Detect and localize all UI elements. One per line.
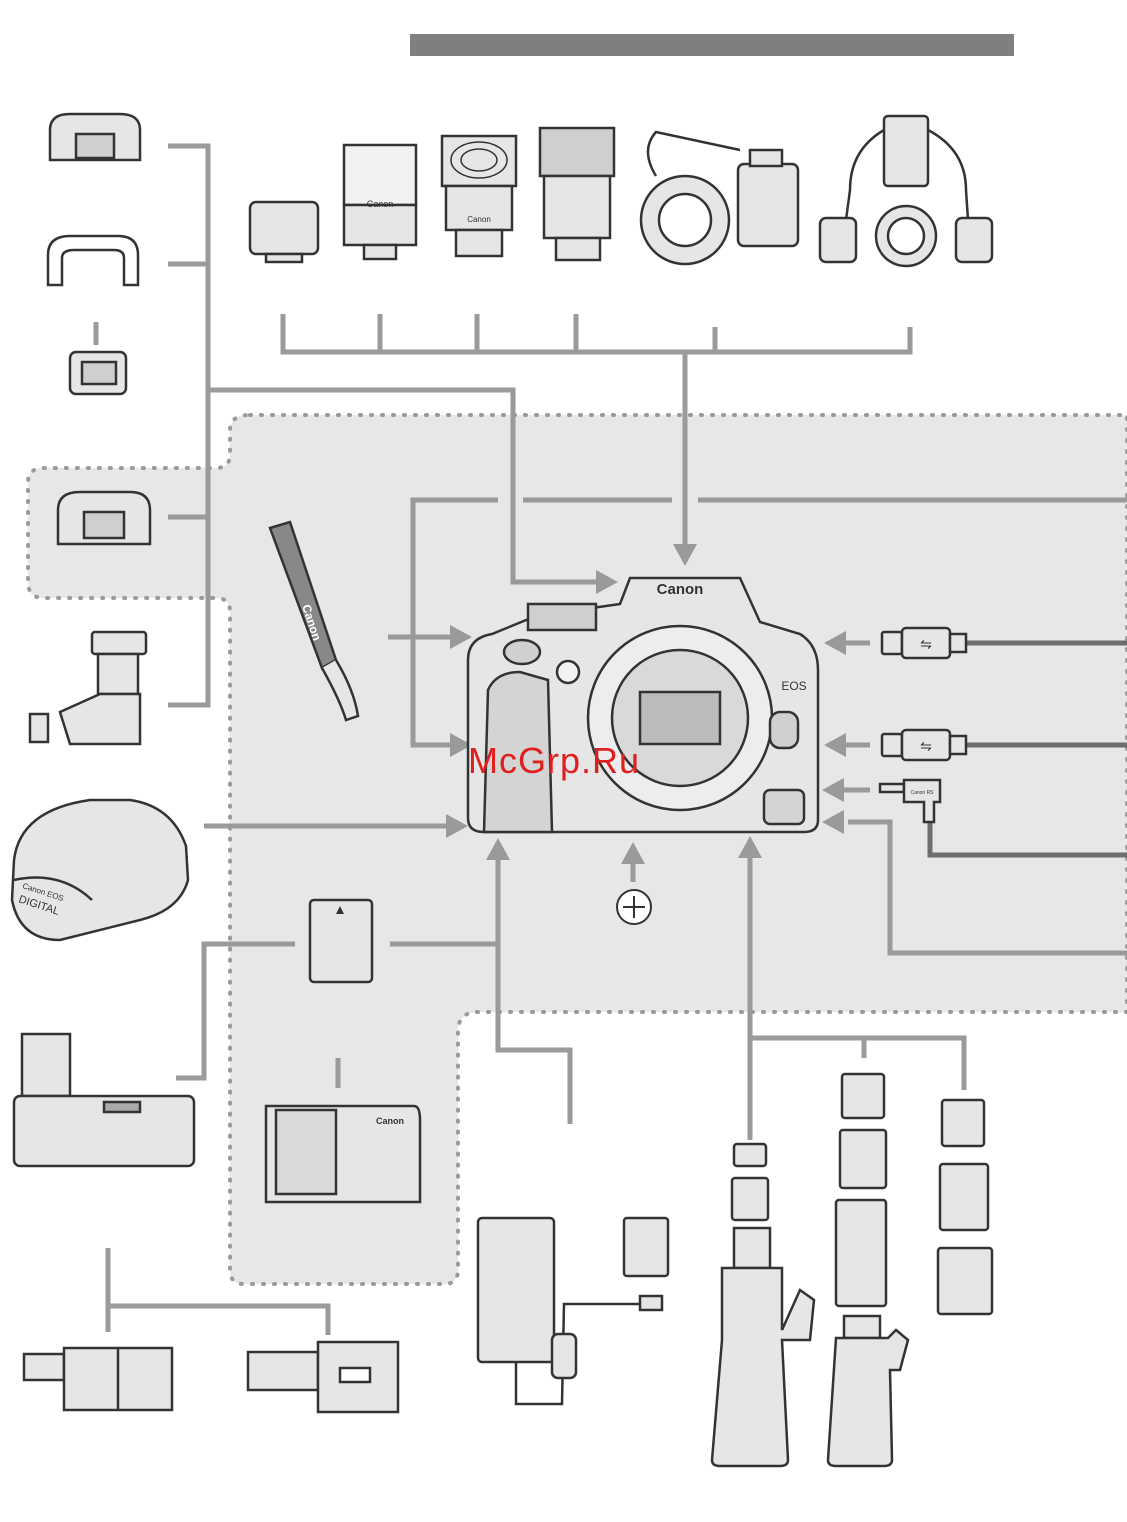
ring-flash bbox=[641, 132, 798, 264]
twin-flash bbox=[820, 116, 992, 266]
eyecup-1 bbox=[50, 114, 140, 160]
super-telephoto-lens-1 bbox=[712, 1228, 814, 1466]
battery-pack bbox=[310, 900, 372, 982]
lens-column-2 bbox=[938, 1100, 992, 1314]
camera-brand: Canon bbox=[657, 581, 704, 598]
camera-case: Canon EOS DIGITAL bbox=[12, 800, 188, 940]
eyepiece-adapter bbox=[70, 352, 126, 394]
flash-small bbox=[250, 202, 318, 262]
battery-charger: Canon bbox=[266, 1106, 420, 1202]
flash-2-brand: Canon bbox=[367, 199, 394, 209]
battery-grip bbox=[14, 1034, 194, 1166]
eyecup-included bbox=[58, 492, 150, 544]
usb-icon: ⇋ bbox=[920, 636, 932, 652]
flash-3-brand: Canon bbox=[467, 215, 491, 224]
flash-4 bbox=[540, 128, 614, 260]
flash-3: Canon bbox=[442, 136, 516, 256]
battery-magazine-2 bbox=[248, 1342, 398, 1412]
angle-finder bbox=[30, 632, 146, 744]
lens-adapters bbox=[732, 1144, 768, 1220]
lens-column-1 bbox=[836, 1074, 886, 1306]
flash-2: Canon bbox=[344, 145, 416, 259]
battery-magazine-1 bbox=[24, 1348, 172, 1410]
super-telephoto-lens-2 bbox=[828, 1316, 908, 1466]
usb-icon: ⇋ bbox=[920, 738, 932, 754]
eyecup-2 bbox=[48, 236, 138, 285]
plus-circle-icon bbox=[617, 890, 651, 924]
watermark: McGrp.Ru bbox=[468, 740, 640, 782]
charger-brand: Canon bbox=[376, 1116, 404, 1126]
camera-model: EOS bbox=[781, 679, 806, 693]
ac-adapter bbox=[478, 1218, 668, 1404]
remote-brand: Canon RS bbox=[910, 790, 934, 796]
header-bar bbox=[410, 34, 1014, 56]
